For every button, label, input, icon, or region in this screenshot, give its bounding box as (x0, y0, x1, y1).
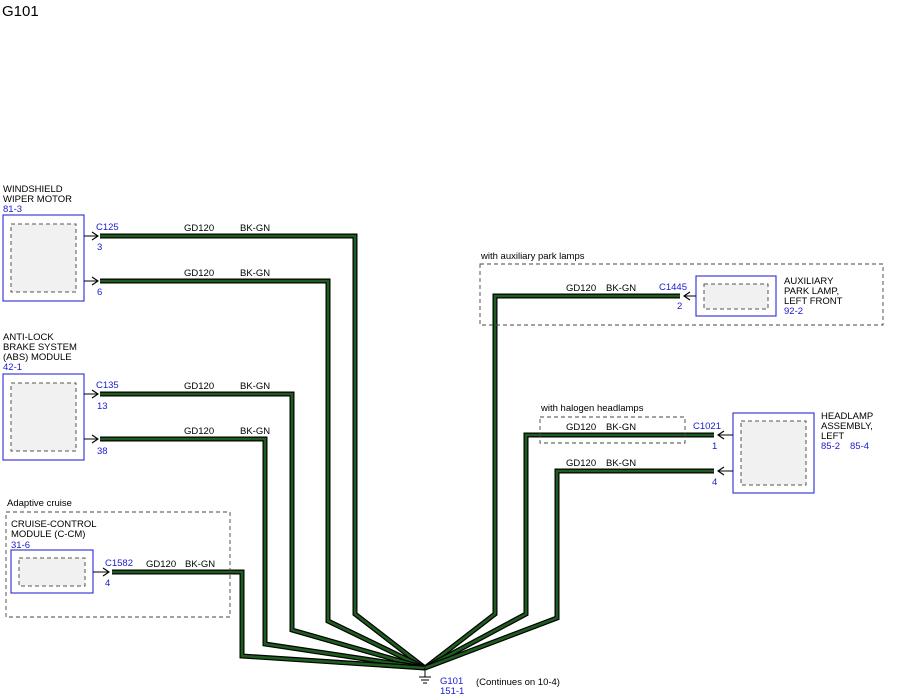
component-name: LEFT (821, 431, 844, 442)
group-label: with halogen headlamps (540, 403, 644, 414)
component-name: ASSEMBLY, (821, 421, 873, 432)
component-name: (ABS) MODULE (3, 352, 72, 363)
component-name: HEADLAMP (821, 411, 873, 422)
group-label: Adaptive cruise (7, 498, 72, 509)
pin-arrow-icon (717, 466, 733, 476)
cruise-control-module-component[interactable]: Adaptive cruise CRUISE-CONTROL MODULE (C… (5, 498, 231, 618)
component-ref: 81-3 (3, 204, 22, 215)
component-ref: 92-2 (784, 306, 803, 317)
wiper-motor-component[interactable]: WINDSHIELD WIPER MOTOR 81-3 C125 3 6 (2, 184, 119, 302)
pin-number: 3 (97, 242, 102, 253)
component-inner (10, 382, 77, 452)
page-title: G101 (2, 3, 39, 20)
component-inner (10, 223, 77, 293)
component-name: BRAKE SYSTEM (3, 342, 77, 353)
wire-c135-pin38[interactable] (100, 436, 426, 671)
pin-arrow-icon (84, 434, 99, 444)
connector-label: C1445 (659, 282, 687, 293)
pin-arrow-icon (84, 276, 99, 286)
wire-circuit-label: GD120 (184, 223, 214, 234)
wire-labels: GD120 BK-GN GD120 BK-GN GD120 BK-GN GD12… (146, 223, 636, 570)
pin-number: 1 (712, 441, 717, 452)
wire-circuit-label: GD120 (566, 458, 596, 469)
component-name: ANTI-LOCK (3, 332, 54, 343)
ground-icon (419, 668, 431, 684)
wire-circuit-label: GD120 (184, 381, 214, 392)
wire-c1445-pin2[interactable] (423, 293, 680, 670)
wire-color-label: BK-GN (606, 422, 636, 433)
wire-color-label: BK-GN (185, 559, 215, 570)
wire-color-label: BK-GN (240, 381, 270, 392)
pin-number: 38 (97, 446, 108, 457)
connector-label: C135 (96, 380, 119, 391)
component-inner (740, 420, 807, 486)
wire-color-label: BK-GN (606, 458, 636, 469)
wire-color-label: BK-GN (240, 223, 270, 234)
pin-arrow-icon (717, 430, 733, 440)
continuation-note: (Continues on 10-4) (476, 677, 560, 688)
component-name: CRUISE-CONTROL (11, 519, 97, 530)
pin-arrow-icon (93, 567, 110, 577)
wire-circuit-label: GD120 (184, 426, 214, 437)
component-name: LEFT FRONT (784, 296, 843, 307)
wire-c1021-pin4[interactable] (424, 468, 714, 671)
wire-circuit-label: GD120 (566, 422, 596, 433)
pin-number: 4 (712, 477, 717, 488)
pin-number: 13 (97, 401, 108, 412)
component-name: MODULE (C-CM) (11, 529, 85, 540)
component-ref: 85-4 (850, 441, 869, 452)
connector-label: C1582 (105, 558, 133, 569)
component-name: PARK LAMP, (784, 286, 839, 297)
pin-arrow-icon (84, 231, 99, 241)
ground-ref: 151-1 (440, 686, 464, 696)
ground-name: G101 (440, 676, 463, 687)
optional-group-box (5, 511, 231, 618)
group-label: with auxiliary park lamps (480, 251, 585, 262)
component-name: AUXILIARY (784, 276, 834, 287)
pin-arrow-icon (683, 291, 696, 301)
wire-color-label: BK-GN (240, 426, 270, 437)
pin-number: 4 (105, 578, 110, 589)
ground-point-g101[interactable]: G101 151-1 (Continues on 10-4) (419, 668, 560, 696)
component-ref: 31-6 (11, 540, 30, 551)
pin-number: 6 (97, 287, 102, 298)
headlamp-assembly-component[interactable]: with halogen headlamps C1021 1 4 HEADLAM… (539, 403, 873, 494)
optional-group-box (479, 263, 884, 326)
connector-label: C1021 (693, 421, 721, 432)
wire-circuit-label: GD120 (184, 268, 214, 279)
component-inner (18, 557, 86, 587)
connector-label: C125 (96, 222, 119, 233)
pin-number: 2 (677, 301, 682, 312)
wire-circuit-label: GD120 (146, 559, 176, 570)
auxiliary-park-lamp-component[interactable]: with auxiliary park lamps C1445 2 AUXILI… (479, 251, 884, 326)
component-name: WINDSHIELD (3, 184, 63, 195)
component-ref: 42-1 (3, 362, 22, 373)
wire-circuit-label: GD120 (566, 283, 596, 294)
pin-arrow-icon (84, 389, 99, 399)
component-ref: 85-2 (821, 441, 840, 452)
wire-group (100, 233, 714, 671)
wire-color-label: BK-GN (240, 268, 270, 279)
component-inner (703, 283, 769, 310)
optional-group-box (539, 416, 686, 444)
wire-color-label: BK-GN (606, 283, 636, 294)
component-name: WIPER MOTOR (3, 194, 72, 205)
abs-module-component[interactable]: ANTI-LOCK BRAKE SYSTEM (ABS) MODULE 42-1… (2, 332, 119, 461)
